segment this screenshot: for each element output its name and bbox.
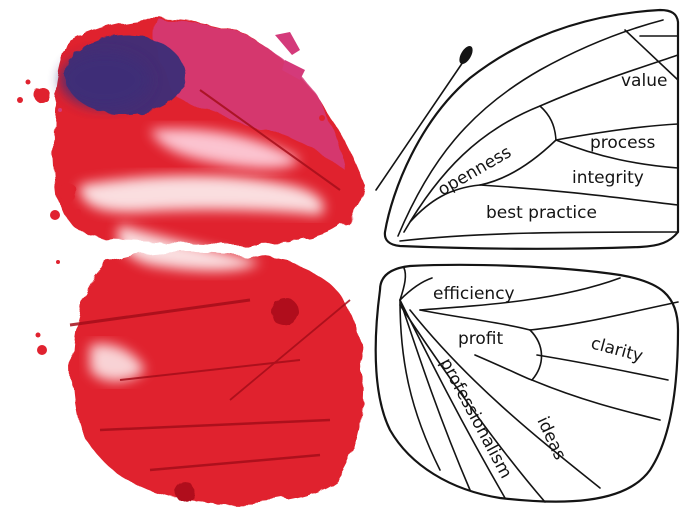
label-efficiency: efficiency [433, 284, 515, 304]
label-value: value [621, 71, 667, 91]
line-art-wing: value process openness integrity best pr… [376, 10, 678, 502]
label-profit: profit [458, 329, 504, 349]
label-best-practice: best practice [486, 203, 597, 223]
antenna-tip [457, 44, 476, 66]
painted-wing [17, 18, 365, 505]
label-process: process [590, 133, 655, 153]
label-integrity: integrity [572, 168, 644, 188]
